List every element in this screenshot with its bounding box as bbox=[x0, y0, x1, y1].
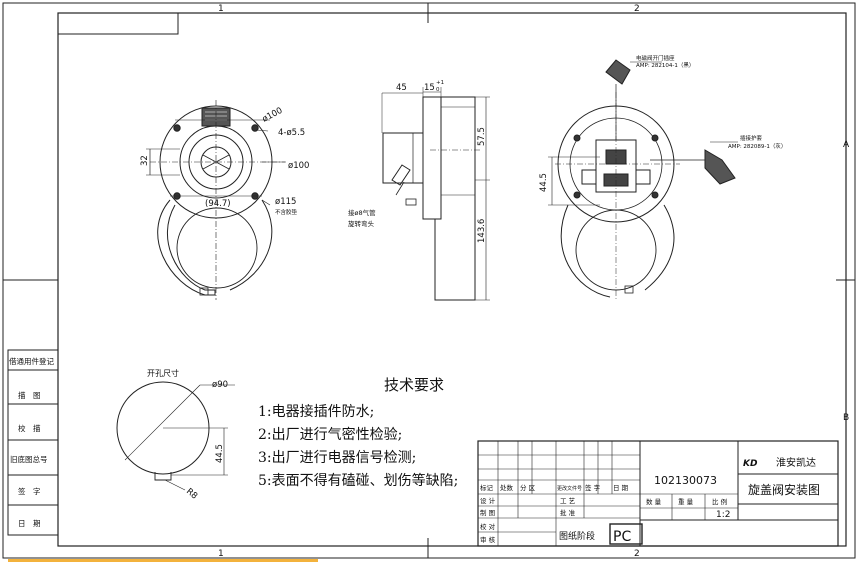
side-dim-57-5: 57.5 bbox=[477, 127, 487, 146]
back-terminal-note-2: AMP: 282089-1（灰） bbox=[728, 142, 786, 150]
connector-plug-right bbox=[704, 149, 736, 185]
drawing-number: 102130073 bbox=[654, 474, 717, 487]
front-dim-32: 32 bbox=[140, 155, 150, 166]
tb-header-1: 处数 bbox=[500, 483, 514, 492]
tb-design-2: 校 对 bbox=[480, 522, 496, 531]
zone-ticks bbox=[3, 3, 855, 558]
front-view bbox=[146, 100, 286, 300]
front-lower-plate bbox=[157, 199, 216, 296]
register-label-3: 旧底图总号 bbox=[10, 454, 48, 464]
cutout-dim-r8: R8 bbox=[184, 487, 199, 502]
zone-right-b: B bbox=[843, 413, 849, 423]
quantity-label: 数 量 bbox=[646, 497, 662, 506]
tb-header-0: 标记 bbox=[480, 483, 494, 492]
tb-header-2: 分 区 bbox=[520, 483, 536, 492]
front-dim-dia115: ø115 bbox=[275, 197, 296, 207]
side-body bbox=[382, 132, 424, 184]
tb-design-0: 设 计 bbox=[480, 496, 496, 505]
tb-header-5: 日 期 bbox=[613, 484, 629, 492]
scale-value: 1:2 bbox=[716, 510, 730, 520]
register-label-2: 校 描 bbox=[18, 423, 41, 433]
front-dim-dia100-b: ø100 bbox=[288, 161, 309, 171]
left-register-column bbox=[7, 349, 59, 536]
tb-design-3: 审 核 bbox=[480, 535, 496, 544]
tb-process-0: 工 艺 bbox=[560, 497, 576, 505]
back-terminal-note-1: 插接护套 bbox=[740, 134, 763, 142]
stage-box bbox=[609, 523, 643, 545]
back-connector-note-1: 电磁阀开门插座 bbox=[636, 54, 675, 62]
drawing-title: 旋盖阀安装图 bbox=[748, 482, 820, 497]
front-dim-94-7: (94.7) bbox=[205, 199, 231, 209]
stage-label: 图纸阶段 bbox=[559, 530, 595, 542]
side-note-2: 旋转弯头 bbox=[348, 219, 375, 228]
scale-label: 比 例 bbox=[712, 497, 727, 506]
register-label-4: 签 字 bbox=[18, 486, 41, 496]
corner-stamp-box bbox=[57, 12, 179, 35]
tb-process-1: 批 准 bbox=[560, 508, 576, 517]
side-dim-15-tol2: 0 bbox=[436, 87, 440, 93]
front-note-115: 不含胶垫 bbox=[275, 208, 298, 216]
side-dim-15-tol: +1 bbox=[436, 80, 444, 86]
tech-item-2: 2:出厂进行气密性检验; bbox=[258, 426, 402, 443]
register-label-5: 日 期 bbox=[18, 519, 41, 528]
back-view bbox=[548, 59, 738, 300]
cutout-label: 开孔尺寸 bbox=[147, 368, 179, 378]
stage-value: PC bbox=[613, 529, 631, 545]
tech-title: 技术要求 bbox=[384, 376, 444, 394]
cutout-dim-44-5: 44.5 bbox=[215, 444, 225, 463]
title-block bbox=[477, 440, 839, 547]
company-logo: KD bbox=[743, 459, 758, 469]
weight-label: 重 量 bbox=[678, 498, 694, 506]
front-dim-dia100-a: ø100 bbox=[261, 106, 285, 125]
tb-design-1: 制 图 bbox=[480, 508, 495, 517]
side-dim-45: 45 bbox=[396, 83, 407, 93]
side-dim-15: 15 bbox=[424, 83, 435, 93]
tech-item-1: 1:电器接插件防水; bbox=[258, 403, 374, 420]
back-dim-44-5: 44.5 bbox=[539, 173, 549, 192]
inner-frame bbox=[57, 12, 847, 547]
register-label-1: 描 图 bbox=[18, 390, 41, 400]
side-plate bbox=[434, 96, 476, 301]
back-connector-note-2: AMP: 282104-1（黑） bbox=[636, 62, 694, 69]
zone-right-a: A bbox=[843, 140, 850, 150]
tech-item-4: 5:表面不得有磕碰、划伤等缺陷; bbox=[258, 472, 458, 489]
cutout-dim-dia90: ø90 bbox=[212, 380, 228, 390]
tb-header-4: 签 字 bbox=[585, 483, 601, 492]
tb-header-3: 更改文件号 bbox=[557, 485, 582, 492]
cutout-view bbox=[116, 381, 235, 491]
front-dim-holes: 4-ø5.5 bbox=[278, 128, 305, 138]
front-lower-disc bbox=[176, 207, 258, 289]
zone-bottom-2: 2 bbox=[634, 549, 640, 559]
register-label-0: 借通用件登记 bbox=[9, 356, 54, 366]
company-name: 淮安凯达 bbox=[776, 456, 816, 469]
zone-bottom-1: 1 bbox=[218, 549, 224, 559]
bottom-highlight-strip bbox=[8, 559, 318, 562]
connector-plug-top bbox=[605, 59, 631, 85]
side-view bbox=[381, 87, 490, 301]
zone-top-2: 2 bbox=[634, 4, 640, 14]
side-note-1: 接ø8气管 bbox=[348, 208, 376, 217]
tech-item-3: 3:出厂进行电器信号检测; bbox=[258, 450, 416, 466]
zone-top-1: 1 bbox=[218, 4, 224, 14]
side-dim-143-6: 143.6 bbox=[477, 219, 487, 243]
